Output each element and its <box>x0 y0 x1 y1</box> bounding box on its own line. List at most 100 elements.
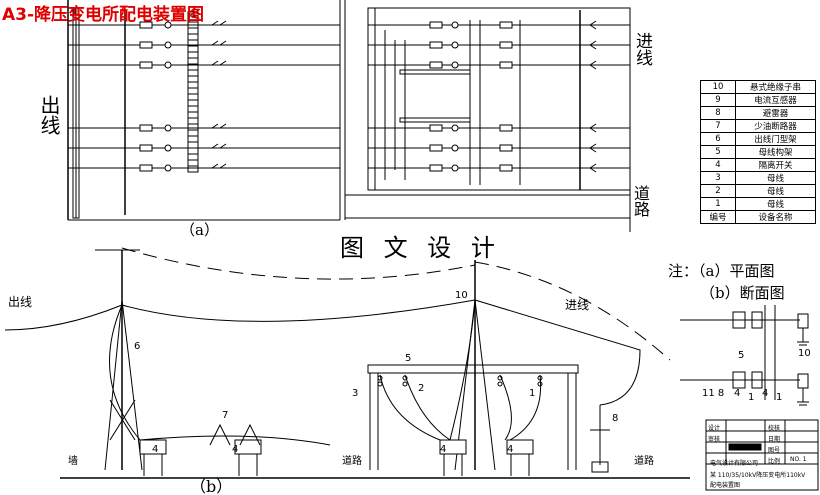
tb-design: 设计 <box>708 425 721 432</box>
breaker-body <box>239 423 261 446</box>
legend-item-name: 设备名称 <box>735 210 816 224</box>
bay-isolator <box>499 21 513 29</box>
bay-arrester <box>589 163 597 173</box>
tb-drawing-no: 图号 <box>768 447 781 454</box>
section-incoming-label: 进线 <box>565 298 590 312</box>
bay-isolator <box>499 61 513 69</box>
bay-ct <box>451 164 459 172</box>
label-4b: 4 <box>232 444 239 455</box>
feeder-switch <box>211 163 227 169</box>
legend-number: 8 <box>700 106 736 120</box>
legend-item-name: 电流互感器 <box>735 93 816 107</box>
bay-breaker <box>429 21 443 29</box>
section-outgoing-label: 出线 <box>8 295 33 309</box>
legend-item-name: 避雷器 <box>735 106 816 120</box>
feeder-breaker <box>139 164 153 172</box>
insulator <box>402 381 408 387</box>
label-10: 10 <box>455 290 468 301</box>
feeder-breaker <box>139 21 153 29</box>
feeder-breaker <box>139 144 153 152</box>
label-5: 5 <box>405 353 412 364</box>
note-b: （b）断面图 <box>700 284 785 302</box>
feeder-switch <box>211 40 227 46</box>
feeder-switch <box>211 123 227 129</box>
feeder-ct <box>164 124 172 132</box>
legend-number: 4 <box>700 158 736 172</box>
label-8: 8 <box>612 413 619 424</box>
section-road-label-left: 道路 <box>342 456 362 467</box>
label-4c: 4 <box>440 444 447 455</box>
plan-incoming-label: 进线 <box>632 32 652 66</box>
legend-number: 9 <box>700 93 736 107</box>
insulator <box>377 375 383 381</box>
feeder-ct <box>164 21 172 29</box>
wall-label: 墙 <box>68 456 78 467</box>
legend-number: 10 <box>700 80 736 94</box>
tb-company: 电气设计有限公司 <box>710 460 759 467</box>
tb-check: 校核 <box>768 425 781 432</box>
legend-number: 6 <box>700 132 736 146</box>
legend-item-name: 母线 <box>735 184 816 198</box>
label-6: 6 <box>134 341 141 352</box>
bay-isolator <box>499 124 513 132</box>
feeder-breaker <box>139 41 153 49</box>
insulator <box>537 375 543 381</box>
legend-number: 7 <box>700 119 736 133</box>
isolator-switch <box>439 439 467 455</box>
bay-arrester <box>589 20 597 30</box>
insulator <box>497 375 503 381</box>
legend-item-name: 悬式绝缘子串 <box>735 80 816 94</box>
bay-breaker <box>429 61 443 69</box>
schematic-bottom-labels: 11 8 <box>702 388 725 399</box>
bay-ct <box>451 21 459 29</box>
legend-item-name: 母线 <box>735 171 816 185</box>
feeder-breaker <box>139 124 153 132</box>
schematic-label-1b: 1 <box>776 392 783 403</box>
feeder-ct <box>164 144 172 152</box>
legend-number: 2 <box>700 184 736 198</box>
feeder-ct <box>164 61 172 69</box>
section-caption: （b） <box>190 477 233 495</box>
schematic-label-1a: 1 <box>748 392 755 403</box>
schematic-label-10: 10 <box>798 348 811 359</box>
bay-isolator <box>499 144 513 152</box>
tb-drawing-name-2: 配电装置图 <box>710 482 741 489</box>
note-a: 注：（a）平面图 <box>668 260 774 281</box>
tb-no: NO. 1 <box>790 456 807 463</box>
insulator <box>537 381 543 387</box>
legend-number: 5 <box>700 145 736 159</box>
center-title: 图 文 设 计 <box>340 234 501 262</box>
bay-ct <box>451 61 459 69</box>
bay-arrester <box>589 40 597 50</box>
tb-date: 日期 <box>768 436 781 443</box>
feeder-switch <box>211 20 227 26</box>
insulator <box>402 375 408 381</box>
legend-item-name: 母线构架 <box>735 145 816 159</box>
bay-breaker <box>429 124 443 132</box>
bay-arrester <box>589 143 597 153</box>
feeder-switch <box>211 143 227 149</box>
bay-breaker <box>429 41 443 49</box>
feeder-ct <box>164 41 172 49</box>
isolator-switch <box>139 439 167 455</box>
schematic-label-4: 4 <box>734 388 741 399</box>
tb-scale: 比例 <box>768 458 781 465</box>
bay-arrester <box>589 123 597 133</box>
schematic-label-4b: 4 <box>762 388 769 399</box>
bay-isolator <box>499 164 513 172</box>
legend-number: 编号 <box>700 210 736 224</box>
breaker-body <box>209 423 231 446</box>
bay-breaker <box>429 144 443 152</box>
bay-ct <box>451 124 459 132</box>
bay-breaker <box>429 164 443 172</box>
